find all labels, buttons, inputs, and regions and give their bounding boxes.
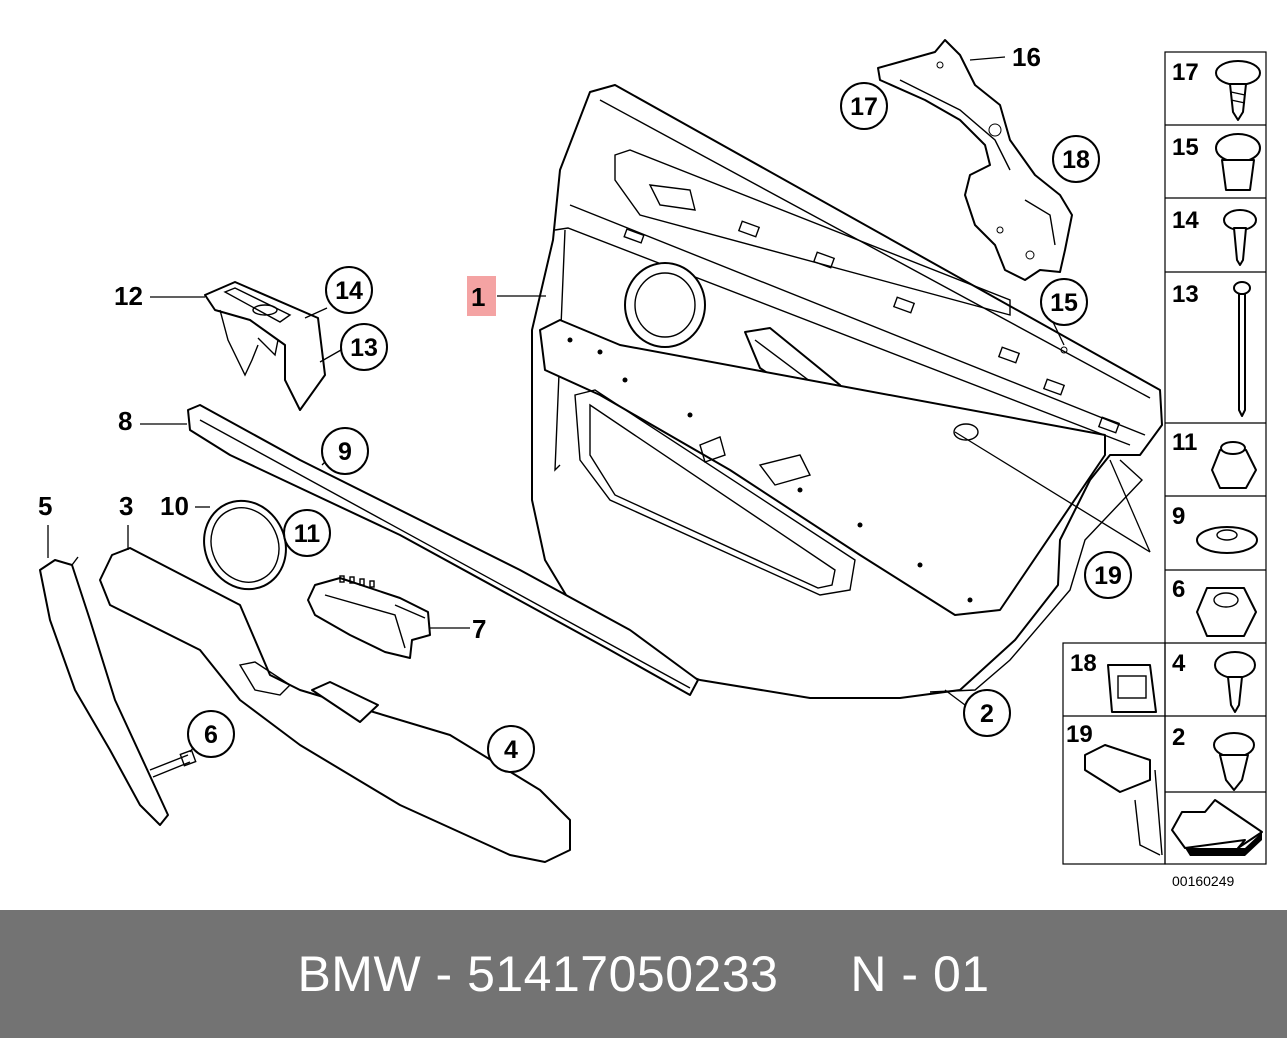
part-door-handle (307, 575, 431, 659)
part-trim-strip (187, 404, 699, 696)
part-switch-housing (204, 281, 326, 411)
table-cell-4: 4 (1172, 650, 1186, 677)
callout-13: 13 (340, 323, 388, 371)
svg-text:19: 19 (1094, 562, 1122, 590)
part-lower-seal (929, 459, 1144, 693)
screw-14-icon (1223, 209, 1257, 266)
callout-6: 6 (187, 710, 235, 758)
nut-11-icon (1211, 441, 1257, 489)
table-cell-9: 9 (1172, 503, 1185, 530)
bolt-13-icon (1233, 281, 1251, 417)
arrow-icon (1171, 799, 1263, 856)
callout-1: 1 (471, 282, 485, 312)
callout-11: 11 (283, 509, 331, 557)
part-pillar-trim (39, 556, 169, 826)
grommet-15-icon (1215, 133, 1261, 191)
callout-14: 14 (325, 266, 373, 314)
callout-1-highlight (467, 276, 496, 316)
table-cell-17: 17 (1172, 59, 1199, 86)
screw-17-icon (1215, 60, 1261, 121)
footer-part-number: BMW - 51417050233 N - 01 (297, 946, 990, 1002)
svg-text:9: 9 (338, 438, 352, 466)
clip-19-icon (1084, 744, 1163, 856)
clip-18-icon (1107, 664, 1157, 713)
callout-12: 12 (114, 281, 143, 311)
callout-7: 7 (472, 614, 486, 644)
table-cell-15: 15 (1172, 134, 1199, 161)
svg-text:15: 15 (1050, 289, 1078, 317)
footer-bar: BMW - 51417050233 N - 01 (0, 910, 1287, 1038)
clip-9-icon (1196, 526, 1258, 554)
callout-19: 19 (1084, 551, 1132, 599)
table-cell-2: 2 (1172, 724, 1185, 751)
callout-8: 8 (118, 406, 132, 436)
svg-text:17: 17 (850, 93, 878, 121)
diagram-canvas: 1 12 8 5 3 10 7 16 14 13 9 11 6 4 2 17 1… (38, 39, 1267, 889)
table-cell-18: 18 (1070, 650, 1097, 677)
diagram-code: 00160249 (1172, 873, 1235, 889)
part-door-panel (531, 84, 1163, 699)
leader-lines (47, 56, 1151, 753)
callout-5: 5 (38, 491, 52, 521)
part-bracket (877, 39, 1073, 281)
callout-3: 3 (119, 491, 133, 521)
part-speaker-cover (203, 499, 287, 591)
part-armrest-trim (99, 547, 571, 863)
callout-16: 16 (1012, 42, 1041, 72)
svg-text:4: 4 (504, 736, 518, 764)
callout-18: 18 (1052, 135, 1100, 183)
callout-10: 10 (160, 491, 189, 521)
svg-text:18: 18 (1062, 146, 1090, 174)
callout-4: 4 (487, 725, 535, 773)
callout-2: 2 (963, 689, 1011, 737)
svg-text:2: 2 (980, 700, 994, 728)
table-cell-6: 6 (1172, 576, 1185, 603)
hardware-table: 17 15 14 13 11 9 6 18 4 19 2 (1062, 51, 1267, 865)
svg-text:13: 13 (350, 334, 378, 362)
parts-diagram: 1 12 8 5 3 10 7 16 14 13 9 11 6 4 2 17 1… (38, 39, 1267, 889)
table-cell-13: 13 (1172, 281, 1199, 308)
table-cell-11: 11 (1172, 429, 1197, 456)
nut-6-icon (1196, 587, 1257, 637)
screw-4-icon (1214, 651, 1256, 713)
svg-text:6: 6 (204, 721, 218, 749)
table-cell-14: 14 (1172, 207, 1199, 234)
svg-text:11: 11 (294, 520, 321, 548)
svg-text:14: 14 (335, 277, 363, 305)
callout-15: 15 (1040, 278, 1088, 326)
callout-17: 17 (840, 82, 888, 130)
table-cell-19: 19 (1066, 721, 1093, 748)
part-pin (149, 749, 197, 778)
callout-9: 9 (321, 427, 369, 475)
clip-2-icon (1213, 732, 1255, 791)
